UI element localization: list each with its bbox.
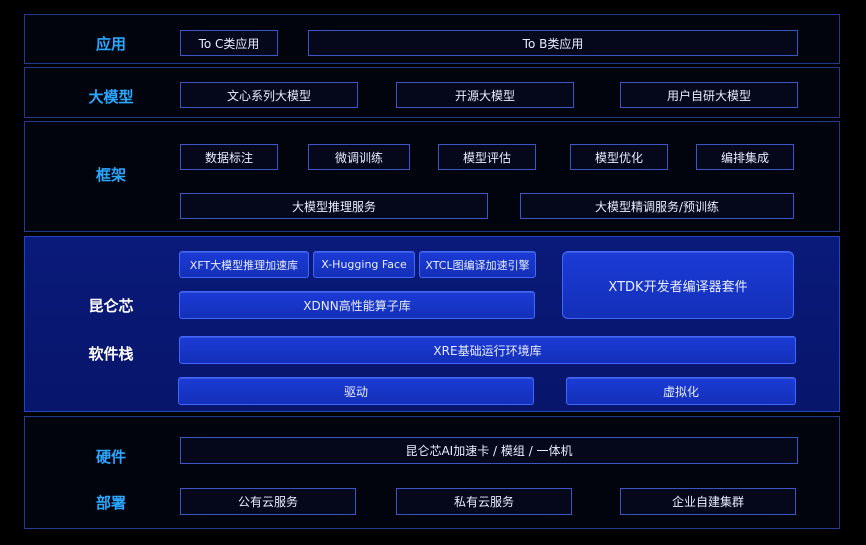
box-fine-tuning: 微调训练 (308, 144, 410, 170)
box-orchestration: 编排集成 (696, 144, 794, 170)
layer-hardware-label-2: 部署 (95, 494, 126, 512)
box-data-labeling: 数据标注 (180, 144, 278, 170)
layer-software-stack: 昆仑芯 软件栈 XFT大模型推理加速库 X-Hugging Face XTCL图… (24, 236, 840, 412)
layer-hardware-deployment: 硬件 部署 昆仑芯AI加速卡 / 模组 / 一体机 公有云服务 私有云服务 企业… (24, 416, 840, 529)
box-enterprise-cluster: 企业自建集群 (620, 488, 796, 515)
box-to-c-apps: To C类应用 (180, 30, 278, 56)
box-xtcl-compiler-engine: XTCL图编译加速引擎 (419, 251, 536, 278)
box-xtdk-dev-kit: XTDK开发者编译器套件 (562, 251, 794, 319)
box-finetune-pretrain-service: 大模型精调服务/预训练 (520, 193, 794, 219)
layer-framework-label: 框架 (95, 166, 126, 184)
layer-models-label: 大模型 (88, 88, 134, 106)
box-virtualization: 虚拟化 (566, 377, 796, 405)
box-user-built-models: 用户自研大模型 (620, 82, 798, 108)
box-inference-service: 大模型推理服务 (180, 193, 488, 219)
layer-apps: 应用 To C类应用 To B类应用 (24, 14, 840, 64)
box-public-cloud: 公有云服务 (180, 488, 356, 515)
box-xft-inference-lib: XFT大模型推理加速库 (179, 251, 309, 278)
box-private-cloud: 私有云服务 (396, 488, 572, 515)
box-driver: 驱动 (178, 377, 534, 405)
box-ai-accelerator-card: 昆仑芯AI加速卡 / 模组 / 一体机 (180, 437, 798, 464)
box-xdnn-operator-lib: XDNN高性能算子库 (179, 291, 535, 319)
box-model-evaluation: 模型评估 (438, 144, 536, 170)
layer-framework: 框架 数据标注 微调训练 模型评估 模型优化 编排集成 大模型推理服务 大模型精… (24, 121, 840, 232)
box-to-b-apps: To B类应用 (308, 30, 798, 56)
box-x-hugging-face: X-Hugging Face (313, 251, 415, 278)
box-wenxin-models: 文心系列大模型 (180, 82, 358, 108)
layer-software-label-1: 昆仑芯 (88, 297, 134, 315)
layer-apps-label: 应用 (95, 35, 126, 53)
layer-hardware-label-1: 硬件 (95, 448, 126, 466)
layer-models: 大模型 文心系列大模型 开源大模型 用户自研大模型 (24, 67, 840, 118)
layer-software-label-2: 软件栈 (88, 345, 134, 363)
box-model-optimization: 模型优化 (570, 144, 668, 170)
box-xre-runtime-lib: XRE基础运行环境库 (179, 336, 796, 364)
box-open-source-models: 开源大模型 (396, 82, 574, 108)
